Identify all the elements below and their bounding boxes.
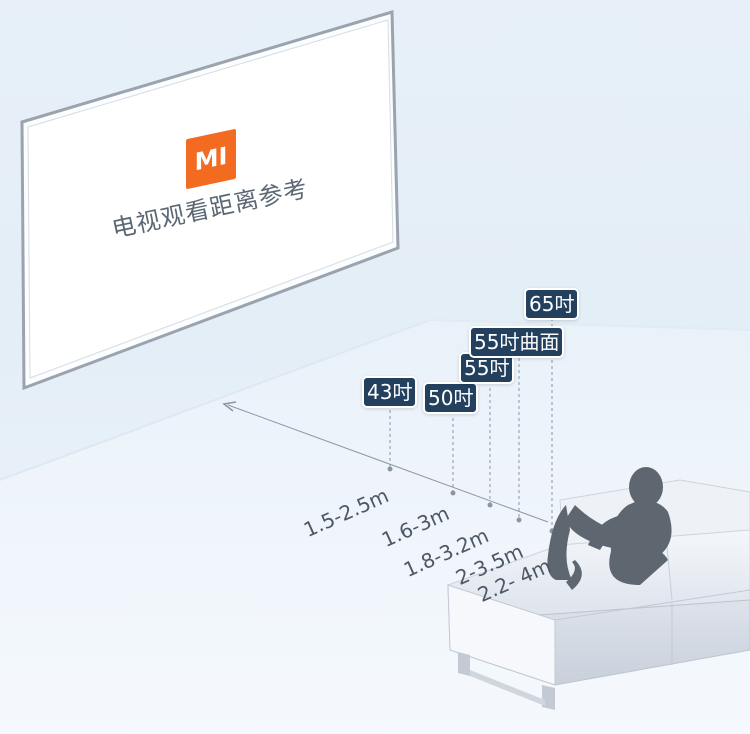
size-marker-lines xyxy=(389,318,553,531)
size-tag-65: 65吋 xyxy=(524,288,580,320)
size-tag-55-curved: 55吋曲面 xyxy=(469,326,565,358)
right-wall-edge xyxy=(429,319,750,331)
size-tag-50: 50吋 xyxy=(423,382,479,414)
tv-screen-inner xyxy=(27,19,394,379)
seated-person-silhouette xyxy=(547,467,672,590)
size-tag-43: 43吋 xyxy=(362,376,418,408)
distance-arrow-head xyxy=(222,401,237,412)
wall-floor-edge xyxy=(0,319,431,481)
distance-axis-line xyxy=(227,404,549,523)
sofa-icon xyxy=(447,479,750,710)
mi-logo: MI xyxy=(186,128,236,190)
